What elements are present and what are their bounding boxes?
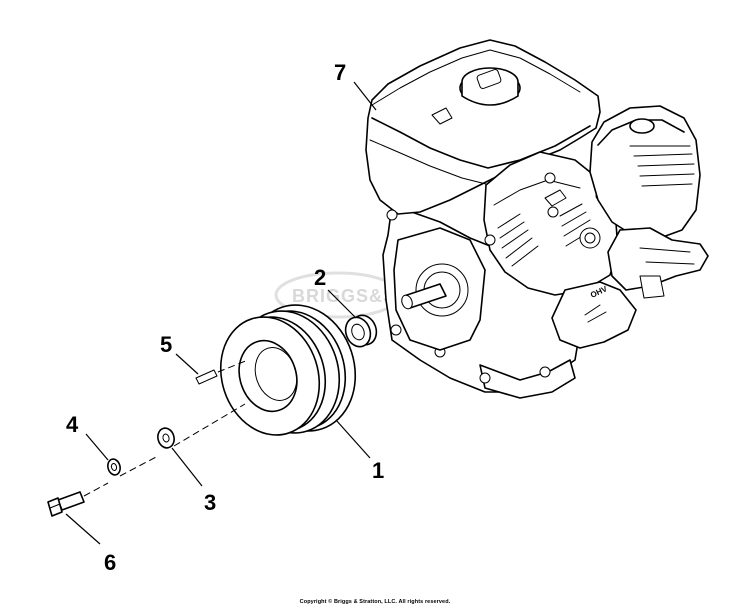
watermark-text: BRIGGS&S <box>292 286 396 306</box>
leader-4 <box>85 433 109 461</box>
bolt <box>47 491 85 517</box>
engine-assembly: OHV <box>365 39 709 399</box>
callout-1: 1 <box>372 458 384 483</box>
leader-7 <box>353 81 377 111</box>
callout-3: 3 <box>204 490 216 515</box>
pulley <box>219 304 357 436</box>
callout-6: 6 <box>104 550 116 575</box>
leader-5 <box>175 353 199 375</box>
callout-2: 2 <box>314 265 326 290</box>
leader-6 <box>65 513 101 545</box>
washer <box>157 427 175 449</box>
leader-2 <box>327 289 357 319</box>
callout-7: 7 <box>334 60 346 85</box>
leader-3 <box>171 447 203 487</box>
key-centerline <box>217 359 249 373</box>
cooling-fins <box>497 203 593 267</box>
key <box>195 369 218 385</box>
spacer <box>344 314 378 348</box>
callout-4: 4 <box>66 412 79 437</box>
lock-washer <box>107 458 121 476</box>
leader-1 <box>335 419 371 459</box>
copyright-notice: Copyright © Briggs & Stratton, LLC. All … <box>299 599 451 605</box>
callout-5: 5 <box>160 332 172 357</box>
assembly-centerline <box>83 403 246 497</box>
